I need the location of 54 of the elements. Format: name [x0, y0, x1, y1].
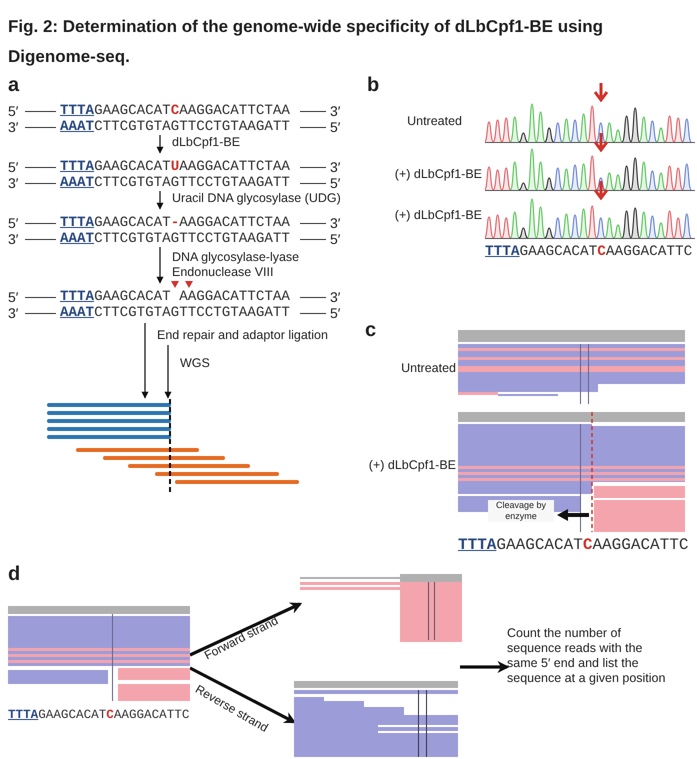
- row-label: (+) dLbCpf1-BE: [394, 208, 482, 223]
- strand-end-label: 3′: [330, 159, 340, 175]
- arrow: [156, 191, 164, 210]
- panel-letter: b: [367, 74, 380, 97]
- strand-end-label: 5′: [330, 119, 340, 135]
- panel-letter: a: [8, 74, 20, 97]
- strand-end-label: 5′: [8, 159, 18, 175]
- strand-end-label: 5′: [8, 289, 18, 305]
- dna-sequence: AAATCTTCGTGTAGTTCCTGTAAGATT: [60, 175, 290, 191]
- dna-sequence: TTTAGAAGCACATCAAGGACATTC: [485, 244, 692, 260]
- picture: [294, 681, 458, 757]
- strand-end-label: 5′: [8, 103, 18, 119]
- panel-letter: c: [365, 319, 376, 342]
- dna-sequence: AAATCTTCGTGTAGTTCCTGTAAGATT: [60, 231, 290, 247]
- edge-label: DNA glycosylase-lyase Endonuclease VIII: [172, 250, 300, 280]
- edge-label: dLbCpf1-BE: [172, 135, 240, 150]
- arrow: [460, 661, 510, 673]
- arrow: [156, 135, 164, 154]
- strand-end-label: 5′: [330, 305, 340, 321]
- dna-sequence: AAATCTTCGTGTAGTTCCTGTAAGATT: [60, 305, 290, 321]
- dna-sequence: TTTAGAAGCACATCAAGGACATTCTAA: [60, 103, 290, 119]
- row-label: (+) dLbCpf1-BE: [368, 458, 456, 473]
- strand-end-label: 5′: [330, 231, 340, 247]
- edge-label: End repair and adaptor ligation: [157, 328, 328, 343]
- dna-sequence: TTTAGAAGCACATCAAGGACATTC: [458, 536, 688, 554]
- dna-sequence: TTTAGAAGCACAT AAGGACATTCTAA: [60, 289, 290, 305]
- strand-end-label: 3′: [8, 175, 18, 191]
- dna-sequence: TTTAGAAGCACATUAAGGACATTCTAA: [60, 159, 290, 175]
- row-label: Untreated: [406, 114, 462, 129]
- dna-sequence: TTTAGAAGCACAT-AAGGACATTCTAA: [60, 215, 290, 231]
- strand-end-label: 5′: [330, 175, 340, 191]
- figure-title: Fig. 2: Determination of the genome-wide specificity of dLbCpf1-BE using Digenome-seq.: [8, 16, 604, 68]
- panel-letter: d: [8, 563, 20, 586]
- arrow: [156, 247, 164, 284]
- dna-sequence: AAATCTTCGTGTAGTTCCTGTAAGATT: [60, 119, 290, 135]
- strand-end-label: 3′: [330, 215, 340, 231]
- strand-end-label: 3′: [8, 231, 18, 247]
- edge-label: WGS: [180, 356, 210, 371]
- row-label: Untreated: [400, 361, 456, 376]
- row-label: (+) dLbCpf1-BE: [394, 167, 482, 182]
- arrow: [142, 323, 148, 399]
- edge-label: Uracil DNA glycosylase (UDG): [172, 191, 341, 206]
- arrow: [164, 345, 172, 399]
- dna-sequence: TTTAGAAGCACATCAAGGACATTC: [8, 708, 190, 722]
- strand-end-label: 5′: [8, 215, 18, 231]
- annotation-text: Cleavage by enzyme: [488, 500, 554, 522]
- instruction-text: Count the number of sequence reads with the same 5′ end and list the sequence at a given position: [507, 626, 667, 706]
- strand-end-label: 3′: [8, 305, 18, 321]
- arrow: [189, 602, 302, 656]
- strand-end-label: 3′: [8, 119, 18, 135]
- strand-end-label: 3′: [330, 289, 340, 305]
- strand-end-label: 3′: [330, 103, 340, 119]
- arrow: [189, 666, 296, 724]
- picture: [300, 574, 462, 642]
